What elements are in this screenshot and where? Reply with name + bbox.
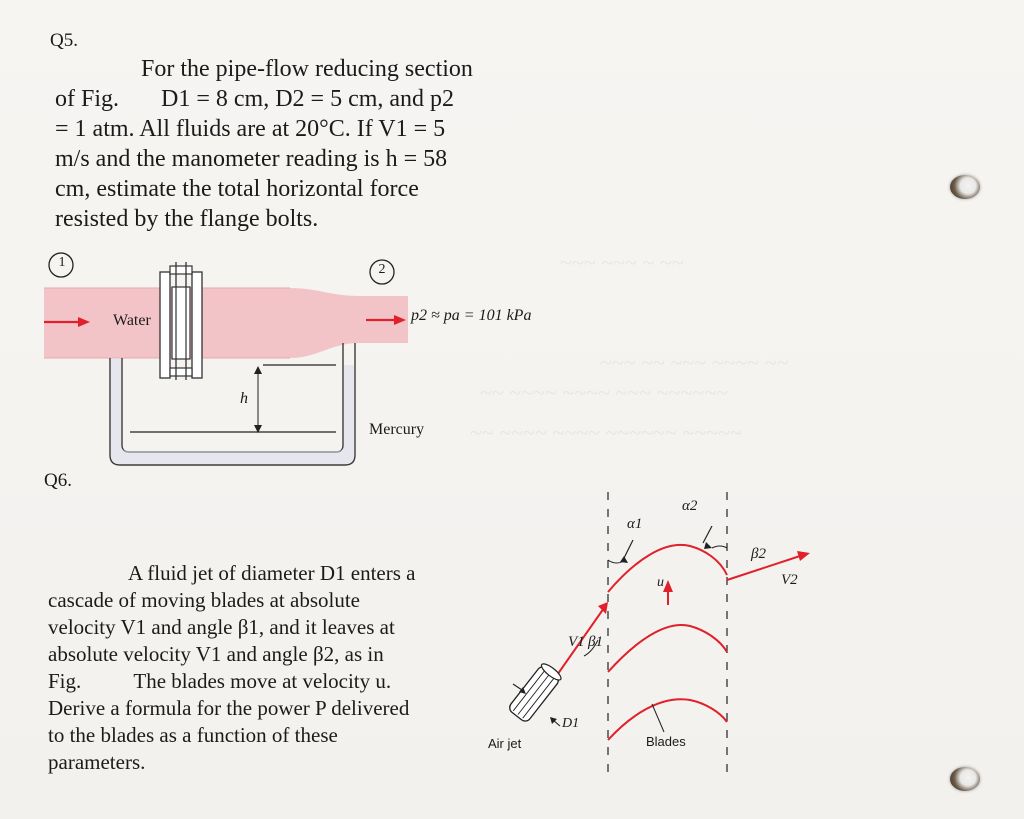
d1-label: D1: [562, 716, 580, 731]
air-jet-label: Air jet: [488, 736, 522, 751]
manometer-tube: [109, 343, 356, 466]
air-jet-nozzle: [509, 663, 562, 722]
flange-left: [159, 271, 171, 379]
station-1-circle: [48, 252, 74, 278]
q6-line: cascade of moving blades at absolute: [48, 588, 360, 612]
water-label: Water: [113, 312, 151, 329]
q5-line: cm, estimate the total horizontal force: [55, 176, 419, 202]
station-2-circle: [369, 259, 395, 285]
beta1-label: β1: [588, 634, 603, 650]
q6-line: A fluid jet of diameter D1 enters a: [128, 561, 416, 585]
pressure-label: p2 ≈ pa = 101 kPa: [411, 307, 532, 324]
alpha2-label: α2: [682, 498, 698, 514]
q6-line: parameters.: [48, 750, 146, 774]
q5-line: of Fig. D1 = 8 cm, D2 = 5 cm, and p2: [55, 86, 455, 112]
flange-right: [191, 271, 203, 379]
alpha1-label: α1: [627, 516, 643, 532]
h-label: h: [240, 390, 248, 407]
q6-line: Derive a formula for the power P deliver…: [48, 696, 410, 720]
binder-hole: [950, 767, 980, 791]
blade-bottom: [607, 698, 728, 741]
q6-line: velocity V1 and angle β1, and it leaves …: [48, 615, 395, 639]
station-1-label: 1: [58, 255, 66, 270]
q6-line: absolute velocity V1 and angle β2, as in: [48, 642, 384, 666]
q5-line: For the pipe-flow reducing section: [141, 56, 473, 82]
bleed-through-text: ~~ ~~~~ ~~~~ ~~~~~~ ~~~~~: [470, 420, 742, 445]
question-number-q5: Q5.: [50, 30, 78, 51]
bleed-through-text: ~~~ ~~ ~~~ ~~~~ ~~: [600, 350, 789, 375]
question-number-q6: Q6.: [44, 470, 72, 491]
mercury-label: Mercury: [369, 421, 425, 438]
q5-line: resisted by the flange bolts.: [55, 206, 319, 232]
q6-problem-text: A fluid jet of diameter D1 enters a casc…: [48, 560, 450, 776]
bleed-through-text: ~~ ~~~~ ~~~~ ~~~ ~~~~~~: [480, 380, 729, 405]
q5-problem-text: For the pipe-flow reducing section of Fi…: [55, 54, 503, 234]
q6-line: to the blades as a function of these: [48, 723, 338, 747]
bleed-through-text: ~~~ ~~~ ~ ~~: [560, 250, 684, 275]
beta2-label: β2: [751, 546, 766, 562]
v1-label: V1: [568, 634, 585, 650]
q5-line: = 1 atm. All fluids are at 20°C. If V1 =…: [55, 116, 446, 142]
station-2-label: 2: [378, 262, 386, 277]
blade-top: [607, 543, 728, 593]
u-label: u: [657, 575, 664, 590]
blades-label: Blades: [646, 734, 686, 749]
q5-line: m/s and the manometer reading is h = 58: [55, 146, 448, 172]
binder-hole: [950, 175, 980, 199]
pipe-body: [44, 288, 408, 358]
blade-middle: [607, 624, 728, 673]
v2-label: V2: [781, 572, 798, 588]
q6-line: Fig. The blades move at velocity u.: [48, 669, 392, 693]
outlet-velocity-arrow: [726, 555, 801, 581]
